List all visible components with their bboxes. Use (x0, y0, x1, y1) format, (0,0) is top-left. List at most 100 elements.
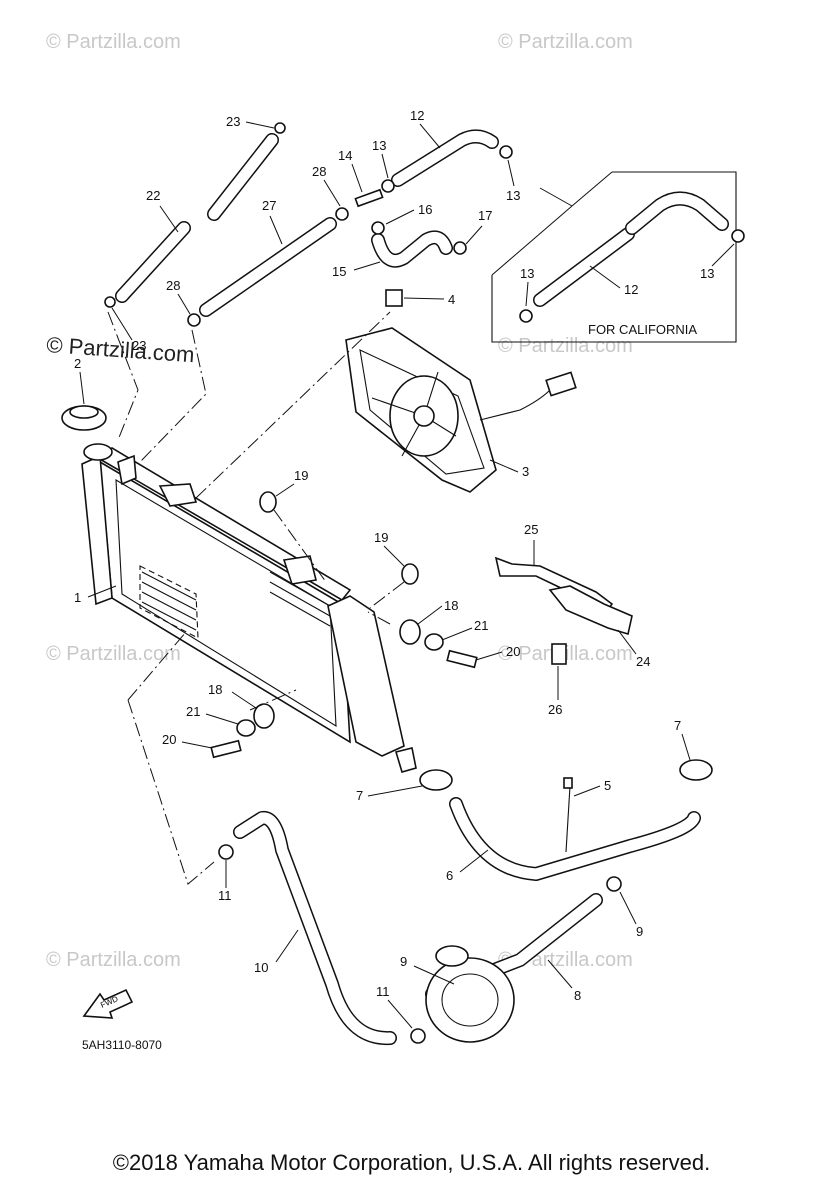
callout-18: 18 (208, 682, 222, 697)
callout-10: 10 (254, 960, 268, 975)
california-label: FOR CALIFORNIA (588, 322, 698, 337)
callout-4: 4 (448, 292, 455, 307)
collar-19 (401, 563, 419, 585)
mounting-hardware (210, 491, 478, 759)
watermark: © Partzilla.com (46, 949, 181, 971)
callout-17: 17 (478, 208, 492, 223)
bolt-14 (354, 188, 384, 208)
joint-16 (371, 221, 385, 235)
watermark: © Partzilla.com (46, 643, 181, 665)
callout-26: 26 (548, 702, 562, 717)
watermark: © Partzilla.com (46, 31, 181, 53)
bolt-20 (210, 739, 242, 759)
callout-15: 15 (332, 264, 346, 279)
callout-13: 13 (372, 138, 386, 153)
water-pump (425, 957, 515, 1043)
callout-23: 23 (132, 338, 146, 353)
filler-neck (83, 443, 113, 461)
callout-6: 6 (446, 868, 453, 883)
california-inset (491, 171, 745, 343)
clip-23 (104, 296, 116, 308)
inset-clamp (731, 229, 745, 243)
callout-28: 28 (312, 164, 326, 179)
callout-9: 9 (636, 924, 643, 939)
washer-21 (236, 719, 256, 737)
callout-13: 13 (700, 266, 714, 281)
callout-3: 3 (522, 464, 529, 479)
callout-25: 25 (524, 522, 538, 537)
clamp-7 (679, 759, 713, 781)
bolt-4 (385, 289, 403, 307)
inset-clamp (519, 309, 533, 323)
upper-bracket (158, 483, 198, 507)
copyright-footer: ©2018 Yamaha Motor Corporation, U.S.A. A… (112, 1150, 711, 1175)
inset-pointer (539, 187, 573, 207)
callout-7: 7 (674, 718, 681, 733)
fan-connector (545, 371, 577, 397)
callout-21: 21 (186, 704, 200, 719)
grommet-18 (253, 703, 275, 729)
callout-20: 20 (506, 644, 520, 659)
washer-21 (424, 633, 444, 651)
clamp-28 (335, 207, 349, 221)
callout-16: 16 (418, 202, 432, 217)
callout-19: 19 (294, 468, 308, 483)
bolt-20 (446, 649, 478, 669)
callout-13: 13 (520, 266, 534, 281)
callout-18: 18 (444, 598, 458, 613)
clamp-7 (419, 769, 453, 791)
callout-24: 24 (636, 654, 650, 669)
bracket-24 (548, 585, 633, 636)
radiator (81, 443, 417, 773)
clamp-13 (381, 179, 395, 193)
clamp-11 (218, 844, 234, 860)
clamp-17 (453, 241, 467, 255)
outlet-pipe (394, 747, 417, 773)
clamp-13 (499, 145, 513, 159)
callout-5: 5 (604, 778, 611, 793)
inset-pointer (571, 171, 613, 207)
radiator-right-tank (327, 595, 405, 757)
callout-19: 19 (374, 530, 388, 545)
clamp-9 (606, 876, 622, 892)
callout-22: 22 (146, 188, 160, 203)
callouts: 1 2 3 4 5 6 7 7 8 9 9 10 11 11 12 12 13 … (74, 108, 735, 1029)
coolant-hoses (127, 311, 713, 1046)
radiator-cap (61, 405, 107, 431)
callout-11: 11 (218, 888, 232, 903)
callout-13: 13 (506, 188, 520, 203)
radiator-fins (141, 571, 331, 631)
callout-28: 28 (166, 278, 180, 293)
cable-tie-5 (565, 785, 571, 853)
watermark: © Partzilla.com (498, 31, 633, 53)
brackets (494, 556, 633, 665)
callout-21: 21 (474, 618, 488, 633)
grommet-18 (399, 619, 421, 645)
watermark: © Partzilla.com (498, 335, 633, 357)
diagram-code: 5AH3110-8070 (82, 1038, 162, 1052)
bolt-26 (551, 643, 567, 665)
inset-border (491, 171, 737, 343)
callout-20: 20 (162, 732, 176, 747)
clamp-28 (187, 313, 201, 327)
callout-7: 7 (356, 788, 363, 803)
callout-11: 11 (376, 984, 390, 999)
clip-23 (274, 122, 286, 134)
upper-bracket (282, 555, 317, 585)
callout-14: 14 (338, 148, 352, 163)
callout-12: 12 (410, 108, 424, 123)
fan-assembly (345, 289, 577, 493)
callout-27: 27 (262, 198, 276, 213)
watermark-large: © Partzilla.com (46, 332, 196, 367)
callout-1: 1 (74, 590, 81, 605)
callout-9: 9 (400, 954, 407, 969)
callout-23: 23 (226, 114, 240, 129)
callout-8: 8 (574, 988, 581, 1003)
side-bracket (117, 454, 137, 486)
callout-2: 2 (74, 356, 81, 371)
callout-12: 12 (624, 282, 638, 297)
fwd-arrow: FWD (82, 988, 134, 1019)
inset-pointer (491, 205, 573, 276)
clamp-11 (410, 1028, 426, 1044)
